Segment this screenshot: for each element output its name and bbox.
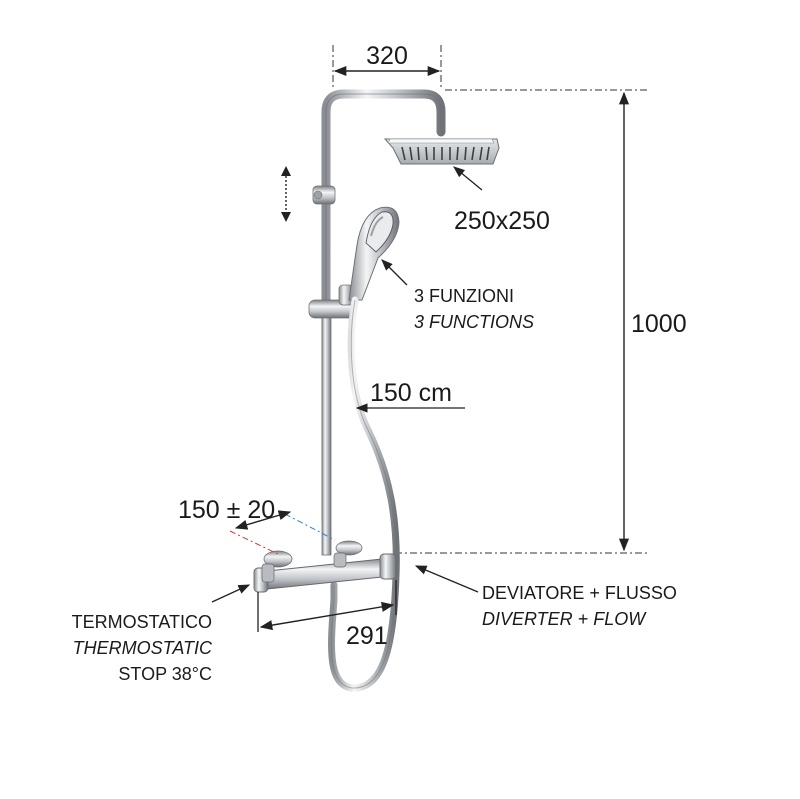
hand-shower-holder bbox=[308, 284, 356, 319]
hand-shower-label-en: 3 FUNCTIONS bbox=[414, 312, 534, 332]
hose-length-label: 150 cm bbox=[370, 379, 452, 407]
bar-width-dimension: 291 bbox=[257, 580, 397, 650]
inlet-spacing-label: 150 ± 20 bbox=[178, 496, 275, 524]
thermo-label-it: TERMOSTATICO bbox=[72, 612, 212, 632]
height-adjust-icon bbox=[281, 166, 291, 222]
hose-length-annotation: 150 cm bbox=[355, 379, 465, 413]
thermostatic-mixer bbox=[253, 552, 397, 593]
top-width-dimension: 320 bbox=[332, 42, 442, 90]
head-size-annotation: 250x250 bbox=[453, 166, 550, 235]
height-dimension: 1000 bbox=[395, 89, 687, 554]
thermo-label-stop: STOP 38°C bbox=[118, 664, 212, 684]
shower-column bbox=[253, 89, 500, 692]
upper-bracket bbox=[312, 185, 336, 205]
wall-inlets bbox=[263, 540, 363, 568]
thermo-label-en: THERMOSTATIC bbox=[73, 638, 213, 658]
height-label: 1000 bbox=[631, 310, 687, 338]
thermostatic-annotation: TERMOSTATICO THERMOSTATIC STOP 38°C bbox=[72, 584, 251, 684]
head-size-label: 250x250 bbox=[454, 207, 550, 235]
hand-shower bbox=[348, 206, 400, 301]
hand-shower-label-it: 3 FUNZIONI bbox=[414, 286, 514, 306]
hand-shower-annotation: 3 FUNZIONI 3 FUNCTIONS bbox=[381, 259, 534, 332]
riser-rail bbox=[321, 299, 332, 556]
square-head-shower bbox=[383, 138, 500, 165]
inlet-spacing-dimension: 150 ± 20 bbox=[178, 496, 336, 556]
diverter-label-it: DEVIATORE + FLUSSO bbox=[482, 583, 677, 603]
diverter-label-en: DIVERTER + FLOW bbox=[482, 609, 647, 629]
bar-width-label: 291 bbox=[346, 622, 388, 650]
top-width-label: 320 bbox=[366, 42, 408, 70]
diverter-annotation: DEVIATORE + FLUSSO DIVERTER + FLOW bbox=[414, 565, 677, 629]
